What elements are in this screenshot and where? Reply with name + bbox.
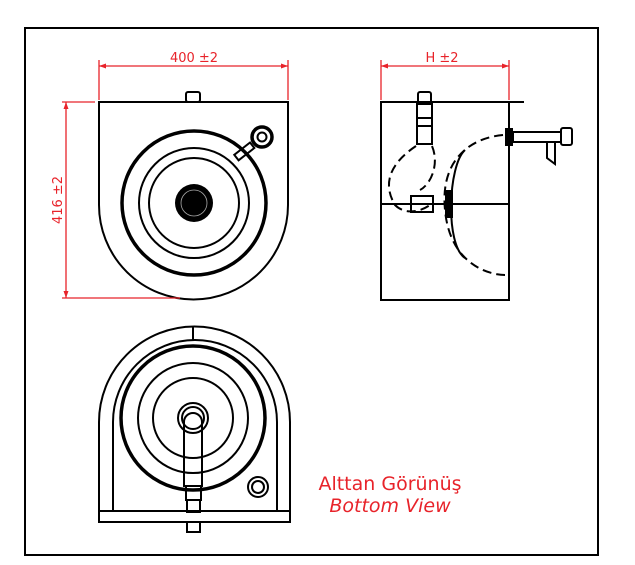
height-label: 416 ±2 bbox=[51, 176, 66, 224]
drain-fitting bbox=[410, 195, 434, 213]
height-dimension: 416 ±2 bbox=[51, 101, 180, 299]
bowl-ring bbox=[138, 147, 250, 259]
drain-icon bbox=[175, 184, 213, 222]
bottom-view bbox=[98, 325, 291, 533]
top-tab bbox=[185, 91, 201, 103]
trap-dashed bbox=[388, 145, 431, 213]
bottom-view-title-tr: Alttan Görünüş bbox=[318, 473, 461, 495]
faucet-spout bbox=[512, 131, 562, 143]
inner-arch bbox=[112, 339, 278, 512]
width-label: 400 ±2 bbox=[170, 51, 218, 66]
bowl-rim bbox=[120, 129, 268, 277]
top-view bbox=[98, 91, 289, 301]
basin-outline bbox=[98, 101, 289, 301]
side-view bbox=[380, 91, 573, 301]
pipe-bottom bbox=[183, 412, 203, 487]
bottom-view-title-en: Bottom View bbox=[329, 495, 451, 517]
nut-icon bbox=[247, 476, 269, 498]
depth-label: H ±2 bbox=[425, 51, 458, 66]
faucet-lever bbox=[232, 141, 256, 162]
bowl-dashed bbox=[443, 134, 506, 276]
drain-grate bbox=[180, 189, 208, 217]
bowl-inner bbox=[450, 149, 466, 259]
outer-arch bbox=[98, 325, 291, 520]
faucet-lever-side bbox=[546, 142, 556, 166]
drawing-frame bbox=[24, 27, 599, 556]
faucet-head bbox=[250, 125, 274, 149]
inlet-pipe bbox=[416, 103, 433, 145]
bowl-inner-ring bbox=[148, 157, 240, 249]
bowl-rim-bottom bbox=[119, 344, 267, 492]
width-dimension: 400 ±2 bbox=[98, 51, 289, 100]
depth-dimension: H ±2 bbox=[380, 51, 510, 100]
